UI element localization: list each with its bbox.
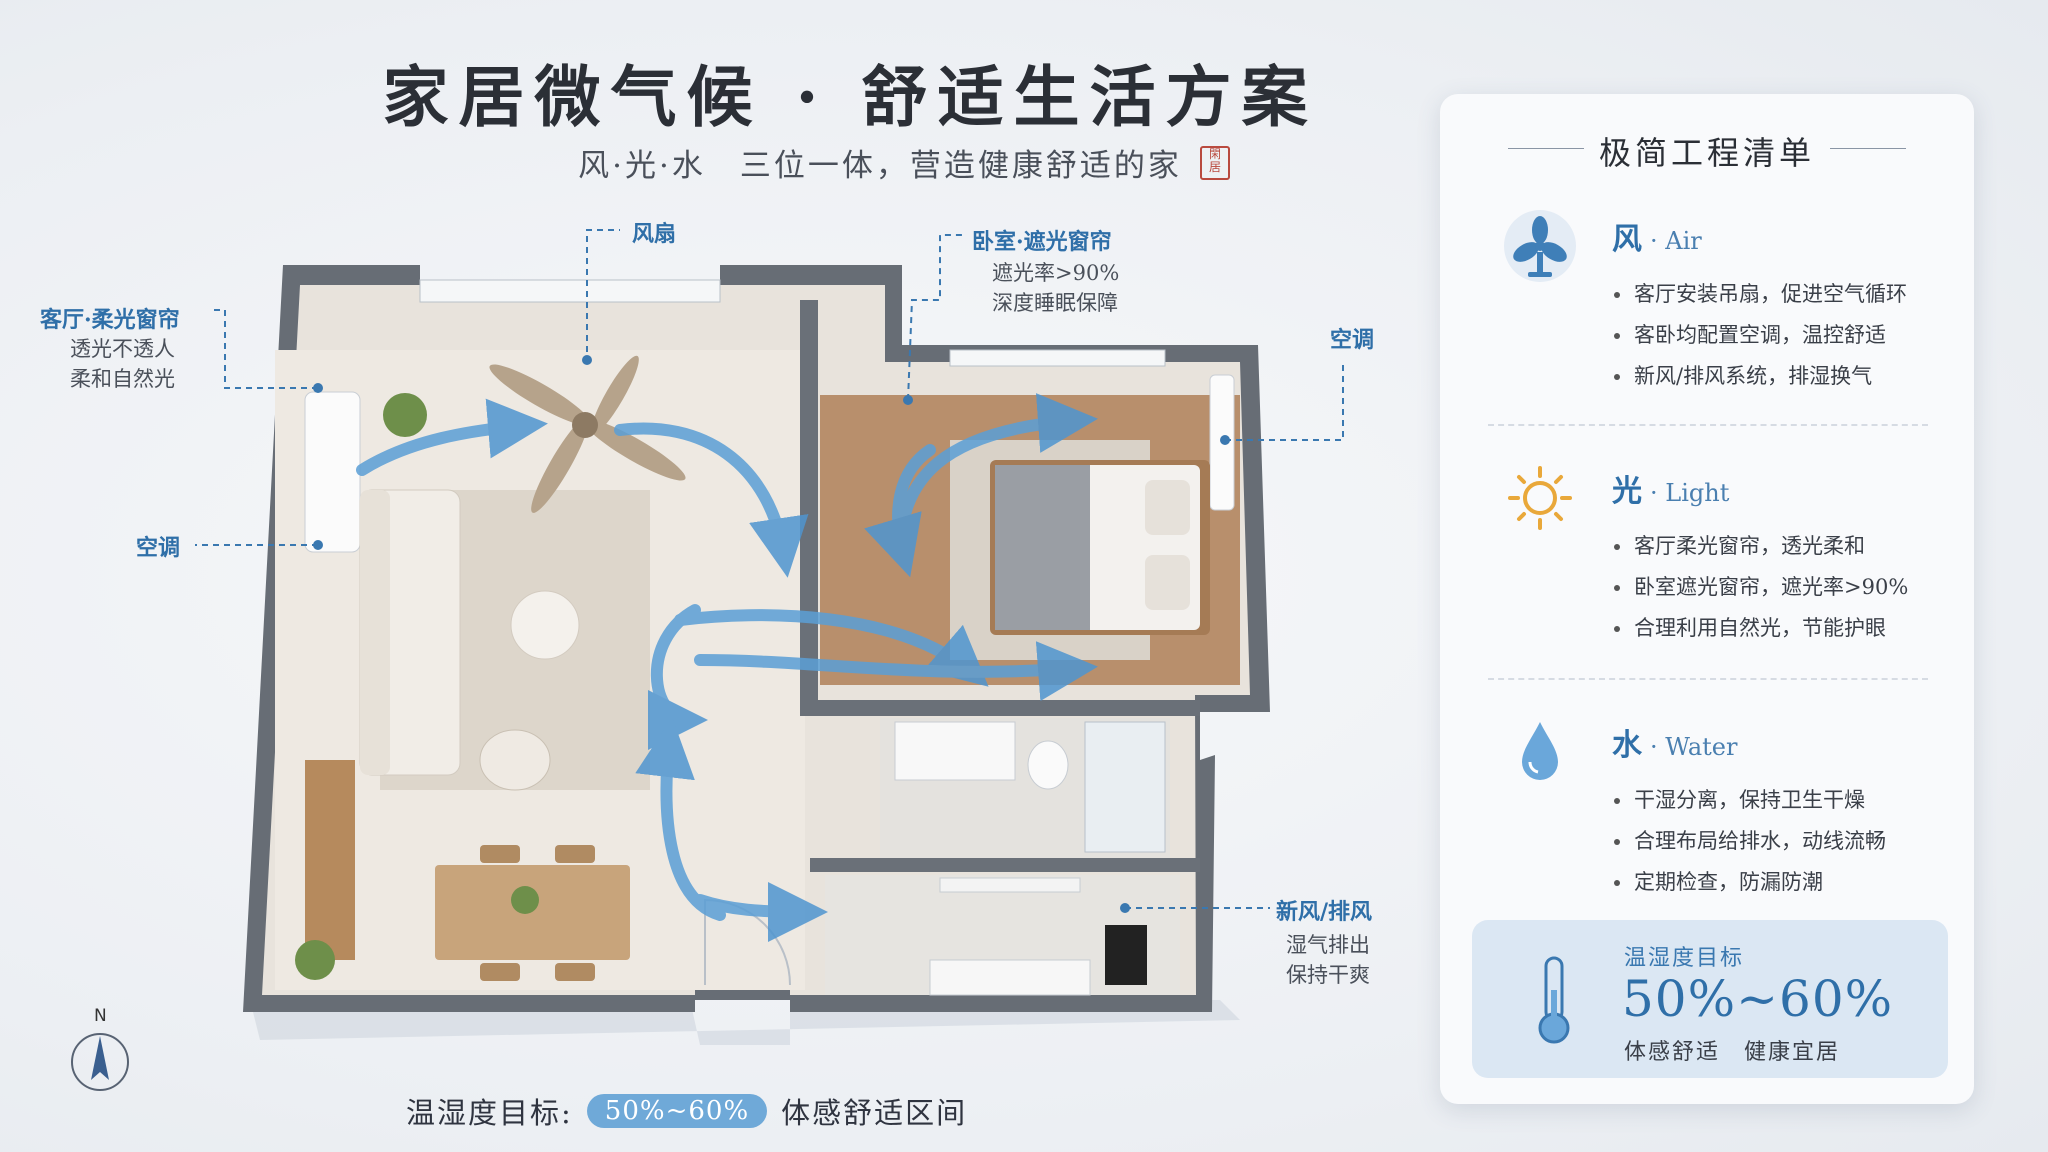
callout-ac-bedroom: 空调 bbox=[1330, 327, 1375, 353]
section-air-list: 客厅安装吊扇，促进空气循环 客卧均配置空调，温控舒适 新风/排风系统，排湿换气 bbox=[1612, 274, 1907, 397]
callout-dots bbox=[313, 355, 1230, 913]
floor-plan bbox=[71, 229, 1344, 1091]
humidity-target-card: 温湿度目标 50%~60% 体感舒适 健康宜居 bbox=[1472, 920, 1948, 1078]
compass-icon bbox=[71, 1033, 129, 1091]
callout-living-curtain: 客厅·柔光窗帘 bbox=[40, 307, 180, 333]
armchair bbox=[479, 729, 551, 791]
dining-table bbox=[435, 845, 630, 981]
airflow-arrows bbox=[356, 393, 1098, 942]
section-water-title-en: · Water bbox=[1650, 733, 1738, 761]
section-light-title: 光 · Light bbox=[1612, 466, 1729, 510]
bottom-target-bar: 温湿度目标: 50%~60% 体感舒适区间 bbox=[406, 1090, 967, 1132]
callout-ventilation: 新风/排风 bbox=[1276, 899, 1373, 925]
section-light-title-en: · Light bbox=[1650, 479, 1730, 507]
list-item: 客厅柔光窗帘，透光柔和 bbox=[1612, 526, 1908, 567]
list-item: 客卧均配置空调，温控舒适 bbox=[1612, 315, 1907, 356]
tv-cabinet bbox=[305, 760, 355, 960]
checklist-panel: 极简工程清单 风 · Air 客厅安装吊扇，促进空气循环 客卧均配置空调，温控舒适… bbox=[1440, 94, 1974, 1104]
target-note: 体感舒适 健康宜居 bbox=[1624, 1040, 1841, 1065]
bottom-target-value: 50%~60% bbox=[586, 1094, 768, 1128]
list-item: 定期检查，防漏防潮 bbox=[1612, 862, 1886, 903]
coffee-table bbox=[510, 590, 580, 660]
sofa bbox=[359, 489, 461, 776]
section-water-title-zh: 水 bbox=[1612, 728, 1642, 763]
section-water-title: 水 · Water bbox=[1612, 720, 1737, 764]
thermometer-icon bbox=[1538, 956, 1570, 1044]
toilet bbox=[1027, 740, 1069, 790]
bathroom-vanity bbox=[894, 721, 1016, 781]
wall-kitchen bbox=[810, 858, 1200, 872]
list-item: 客厅安装吊扇，促进空气循环 bbox=[1612, 274, 1907, 315]
callout-ventilation-line2: 保持干爽 bbox=[1286, 963, 1370, 987]
plant bbox=[511, 886, 539, 914]
callout-bedroom-curtain-line2: 深度睡眠保障 bbox=[992, 291, 1118, 315]
list-item: 卧室遮光窗帘，遮光率>90% bbox=[1612, 567, 1908, 608]
callout-living-curtain-line2: 柔和自然光 bbox=[70, 367, 175, 391]
section-light-title-zh: 光 bbox=[1612, 474, 1642, 509]
water-drop-icon bbox=[1522, 722, 1558, 780]
bottom-target-note: 体感舒适区间 bbox=[781, 1096, 968, 1130]
wall-bath bbox=[800, 700, 1200, 716]
section-light-list: 客厅柔光窗帘，透光柔和 卧室遮光窗帘，遮光率>90% 合理利用自然光，节能护眼 bbox=[1612, 526, 1908, 649]
kitchen-counter bbox=[929, 959, 1091, 996]
callout-leaders bbox=[195, 229, 1344, 909]
panel-heading: 极简工程清单 bbox=[1440, 128, 1974, 174]
section-air-title: 风 · Air bbox=[1612, 214, 1702, 258]
living-window bbox=[419, 279, 721, 303]
section-water-list: 干湿分离，保持卫生干燥 合理布局给排水，动线流畅 定期检查，防漏防潮 bbox=[1612, 780, 1886, 903]
cooktop bbox=[1105, 925, 1147, 985]
target-value: 50%~60% bbox=[1622, 970, 1894, 1028]
plant bbox=[383, 393, 427, 437]
fan-icon bbox=[1504, 210, 1576, 282]
bed bbox=[990, 460, 1210, 635]
divider bbox=[1488, 678, 1928, 680]
seal-stamp: 閑居 bbox=[1200, 146, 1230, 180]
list-item: 合理布局给排水，动线流畅 bbox=[1612, 821, 1886, 862]
plant bbox=[295, 940, 335, 980]
divider bbox=[1488, 424, 1928, 426]
ceiling-fan bbox=[489, 355, 686, 513]
section-air-title-zh: 风 bbox=[1612, 222, 1642, 257]
bedroom-window bbox=[949, 349, 1166, 367]
living-ac-unit bbox=[304, 391, 361, 553]
list-item: 合理利用自然光，节能护眼 bbox=[1612, 608, 1908, 649]
section-air-title-en: · Air bbox=[1650, 227, 1702, 255]
range-hood bbox=[939, 877, 1081, 893]
wall-bed-living bbox=[800, 300, 818, 700]
callout-bedroom-curtain: 卧室·遮光窗帘 bbox=[972, 229, 1112, 255]
list-item: 新风/排风系统，排湿换气 bbox=[1612, 356, 1907, 397]
sun-icon bbox=[1508, 466, 1572, 530]
callout-ac-living: 空调 bbox=[136, 535, 181, 561]
target-label: 温湿度目标 bbox=[1624, 946, 1745, 971]
callout-fan: 风扇 bbox=[632, 221, 677, 247]
page-subtitle: 风·光·水 三位一体，营造健康舒适的家 bbox=[578, 148, 1182, 184]
bottom-target-label: 温湿度目标: bbox=[406, 1096, 573, 1130]
callout-living-curtain-line1: 透光不透人 bbox=[70, 337, 175, 361]
list-item: 干湿分离，保持卫生干燥 bbox=[1612, 780, 1886, 821]
shower-glass bbox=[1084, 721, 1166, 853]
page-title: 家居微气候 · 舒适生活方案 bbox=[382, 58, 1318, 136]
callout-bedroom-curtain-line1: 遮光率>90% bbox=[992, 261, 1120, 285]
callout-ventilation-line1: 湿气排出 bbox=[1286, 933, 1370, 957]
compass-north-label: N bbox=[94, 1006, 107, 1026]
